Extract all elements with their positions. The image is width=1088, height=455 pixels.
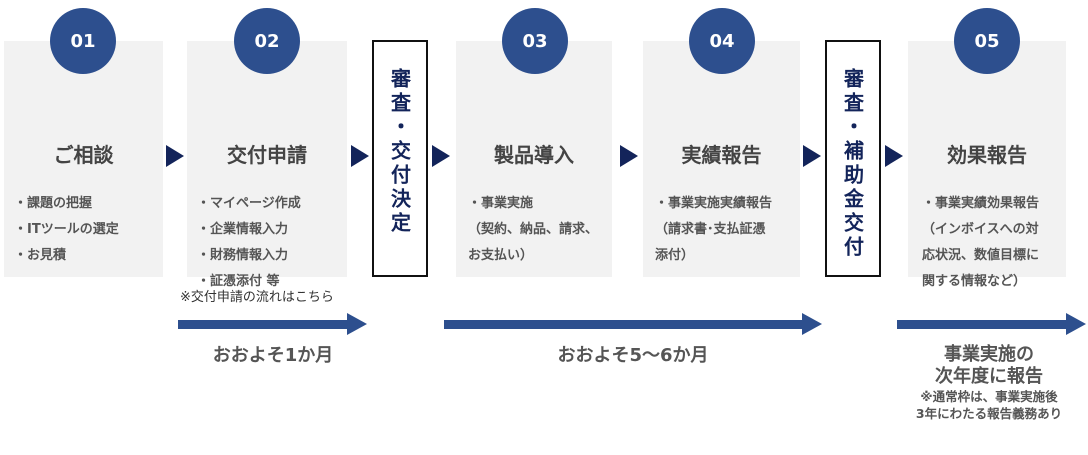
step-title: 製品導入 [494, 143, 574, 167]
step-title: 実績報告 [681, 143, 762, 167]
report-note: 3年にわたる報告義務あり [915, 406, 1063, 421]
triangle-arrow-icon [432, 145, 450, 167]
step-card-installation: 製品導入 ・事業実施 （契約、納品、請求、 お支払い） [456, 41, 612, 277]
step-title: ご相談 [53, 143, 114, 167]
triangle-arrow-icon [351, 145, 369, 167]
triangle-arrow-icon [620, 145, 638, 167]
step-number-badge: 05 [954, 8, 1020, 74]
bullet: （契約、納品、請求、 [468, 222, 599, 237]
step-card-consultation: ご相談 ・課題の把握 ・ITツールの選定 ・お見積 [4, 41, 163, 277]
step-card-effect-report: 効果報告 ・事業実績効果報告 （インボイスへの対 応状況、数値目標に 関する情報… [908, 41, 1066, 289]
application-flow-link[interactable]: ※交付申請の流れはこちら [180, 290, 334, 305]
review-text: 審査・補助金交付 [840, 68, 865, 260]
bullet: ・マイページ作成 [197, 196, 301, 211]
step-card-performance-report: 実績報告 ・事業実施実績報告 （請求書･支払証憑 添付） [643, 41, 800, 277]
step-number-badge: 03 [502, 8, 568, 74]
bullet: 添付） [655, 248, 695, 263]
triangle-arrow-icon [803, 145, 821, 167]
review-box-grant-decision: 審査・交付決定 [372, 40, 428, 277]
step-card-application: 交付申請 ・マイページ作成 ・企業情報入力 ・財務情報入力 ・証憑添付 等 [187, 41, 347, 289]
bullet: （請求書･支払証憑 [655, 222, 766, 237]
timeline-arrow [178, 313, 367, 335]
bullet: ・証憑添付 等 [197, 274, 280, 289]
step-title: 交付申請 [227, 143, 307, 167]
step-number-badge: 04 [689, 8, 755, 74]
bullet: （インボイスへの対 [922, 222, 1039, 237]
step-number-badge: 01 [50, 8, 116, 74]
bullet: ・事業実績効果報告 [922, 196, 1040, 211]
bullet: ・企業情報入力 [197, 222, 289, 237]
report-note: ※通常枠は、事業実施後 [920, 389, 1058, 404]
duration-label: おおよそ1か月 [212, 345, 334, 366]
bullet: ・課題の把握 [14, 196, 93, 211]
step-title: 効果報告 [947, 143, 1027, 167]
duration-label: おおよそ5〜6か月 [557, 345, 709, 366]
timeline-arrow [897, 313, 1086, 335]
bullet: 応状況、数値目標に [922, 248, 1040, 263]
bullet: ・事業実施 [468, 196, 534, 211]
bullet: ・ITツールの選定 [14, 222, 119, 237]
bullet: ・財務情報入力 [197, 248, 289, 263]
triangle-arrow-icon [885, 145, 903, 167]
bullet: 関する情報など） [922, 274, 1027, 289]
review-box-subsidy-payment: 審査・補助金交付 [825, 40, 881, 277]
review-text: 審査・交付決定 [387, 68, 412, 236]
bullet: ・お見積 [14, 248, 67, 263]
bullet: ・事業実施実績報告 [655, 196, 773, 211]
triangle-arrow-icon [166, 145, 184, 167]
duration-label: 事業実施の [944, 344, 1034, 365]
bullet: お支払い） [468, 248, 534, 263]
duration-label: 次年度に報告 [935, 366, 1043, 387]
step-number-badge: 02 [234, 8, 300, 74]
timeline-arrow [444, 313, 822, 335]
